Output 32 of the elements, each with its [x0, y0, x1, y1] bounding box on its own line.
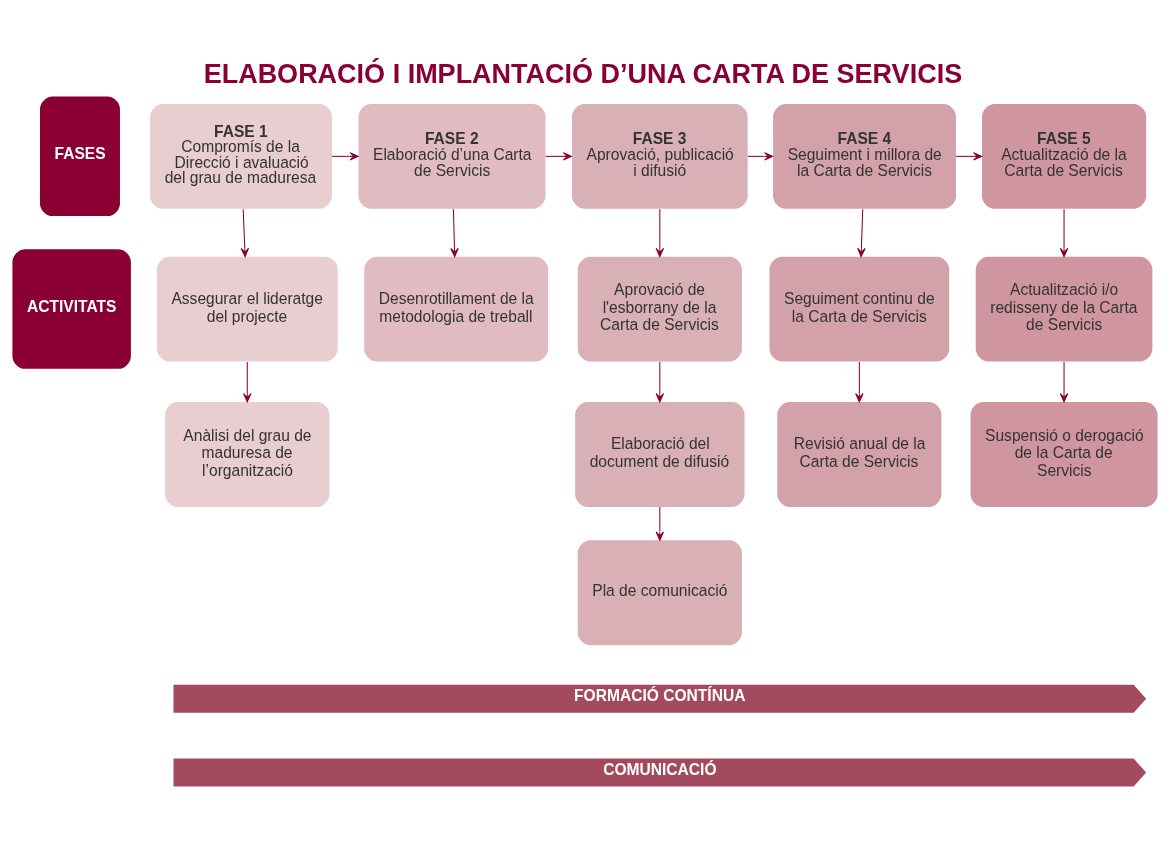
node-box: Pla de comunicació — [577, 539, 742, 645]
node-box: FASE 5 Actualització de la Carta de Servicis — [981, 103, 1147, 209]
node-box: Actualització i/o redisseny de la Carta de Servicis — [975, 256, 1153, 362]
arrow — [1059, 360, 1069, 402]
node-box: Anàlisi del grau de maduresa de l’organització — [165, 401, 330, 507]
node-box: Desenrotillament de la metodologia de treball — [364, 256, 549, 362]
arrow — [243, 360, 252, 402]
arrow — [331, 151, 359, 161]
arrow — [1059, 208, 1069, 257]
node-box: FASE 4 Seguiment i millora de la Carta de Servicis — [773, 103, 956, 209]
arrow — [747, 151, 774, 161]
node-box: FASES — [39, 96, 120, 216]
arrow — [240, 208, 250, 257]
node-box: FASE 3 Aprovació, publicació i difusió — [572, 103, 748, 209]
node-box: Revisió anual de la Carta de Servicis — [777, 401, 942, 507]
arrow — [857, 208, 866, 257]
arrow — [655, 208, 665, 257]
arrow — [655, 360, 665, 402]
arrow — [655, 506, 665, 541]
arrow — [545, 151, 573, 161]
node-box: Aprovació de l'esborrany de la Carta de Servicis — [577, 256, 742, 362]
arrow — [955, 151, 983, 161]
node-box: ACTIVITATS — [12, 248, 131, 369]
node-box: FASE 2 Elaboració d’una Carta de Servicis — [358, 103, 546, 209]
node-box: FASE 1 Compromís de la Direcció i avaluació del grau de maduresa — [150, 103, 332, 209]
node-box: Elaboració del document de difusió — [575, 401, 745, 507]
arrow — [450, 208, 459, 257]
node-box: Assegurar el lideratge del projecte — [156, 256, 338, 362]
arrow — [855, 360, 864, 402]
diagram-title: ELABORACIÓ I IMPLANTACIÓ D’UNA CARTA DE SERVICIS — [203, 58, 963, 89]
node-box: Suspensió o derogació de la Carta de Servicis — [970, 401, 1158, 507]
node-box: Seguiment continu de la Carta de Servicis — [769, 256, 950, 362]
